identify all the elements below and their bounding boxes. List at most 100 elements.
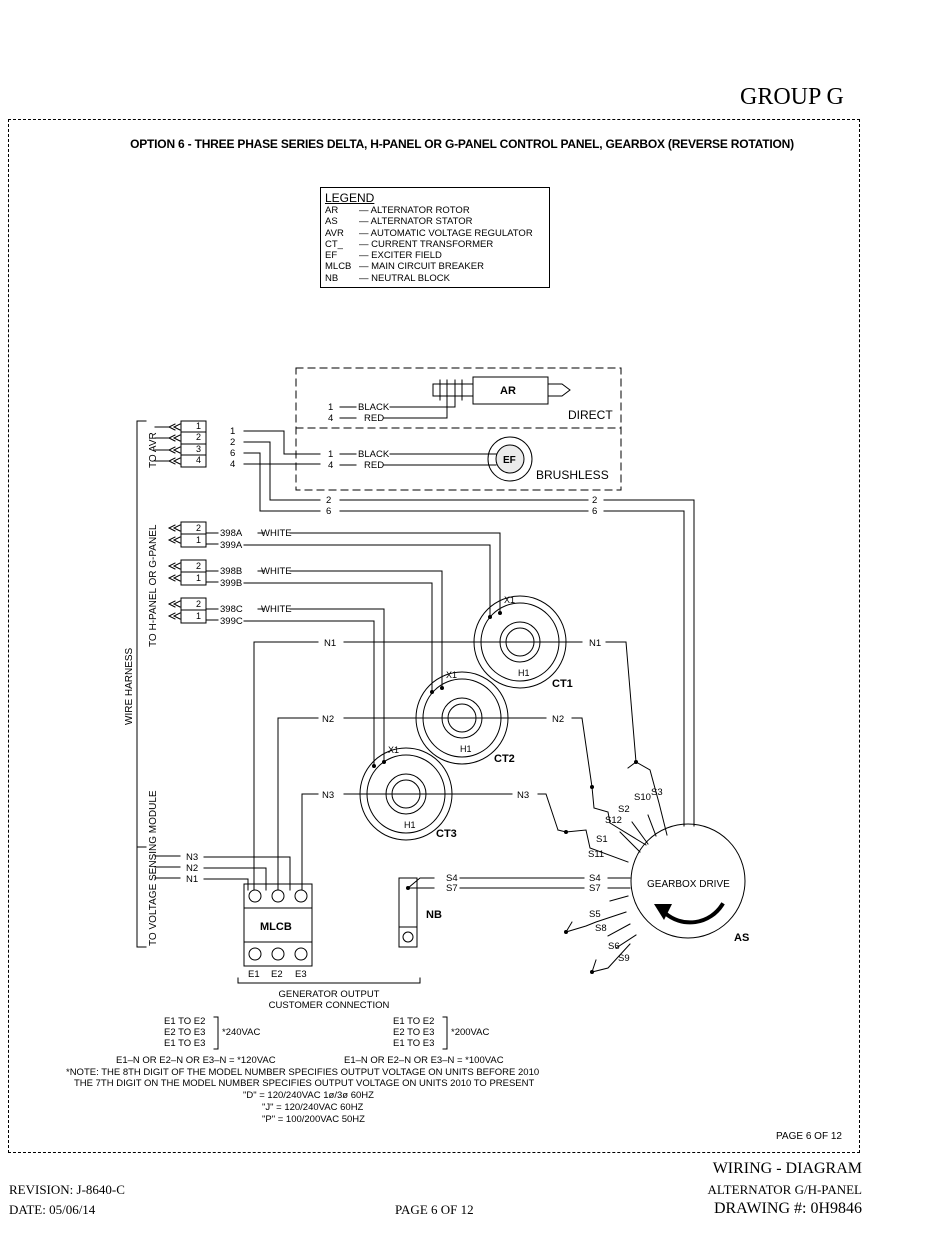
s-label: S11	[588, 849, 604, 860]
s-label: S2	[618, 804, 630, 815]
s-label: S7	[446, 883, 458, 894]
nb-label: NB	[426, 909, 442, 921]
s-label: S5	[589, 909, 601, 920]
connection-right: E1 TO E3	[393, 1038, 434, 1049]
s-label: S4	[446, 873, 458, 884]
legend-item: CT_— CURRENT TRANSFORMER	[325, 238, 494, 250]
s-label: S10	[634, 792, 651, 803]
terminal-label: 2	[196, 432, 201, 442]
n-label: N3	[186, 852, 198, 863]
terminal-label: 2	[196, 523, 201, 533]
wire-label: 6	[230, 448, 235, 459]
wire-label: 2	[230, 437, 235, 448]
legend-item: EF— EXCITER FIELD	[325, 250, 442, 262]
alternator-panel-label: ALTERNATOR G/H-PANEL	[707, 1182, 862, 1197]
s-label: S1	[596, 834, 608, 845]
wire-harness-label: WIRE HARNESS	[124, 647, 135, 725]
connection-left: E1 TO E3	[164, 1038, 205, 1049]
ct1-label: CT1	[552, 678, 573, 690]
wire-color: WHITE	[261, 528, 292, 539]
legend-item: AS— ALTERNATOR STATOR	[325, 216, 473, 228]
wiring-diagram-label: WIRING - DIAGRAM	[712, 1160, 862, 1177]
ct-h1-label: H1	[404, 820, 416, 830]
wire-color: RED	[364, 413, 384, 424]
s-label: S7	[589, 883, 601, 894]
s-label: S4	[589, 873, 601, 884]
ar-label: AR	[500, 385, 516, 397]
group-label: GROUP G	[740, 84, 844, 110]
customer-connection-label: CUSTOMER CONNECTION	[269, 1000, 390, 1011]
s-label: S12	[605, 815, 622, 826]
neutral-right: E1–N OR E2–N OR E3–N = *100VAC	[344, 1055, 504, 1066]
wire-color: RED	[364, 460, 384, 471]
wire-label: 398C	[220, 604, 243, 615]
terminal-label: 2	[196, 599, 201, 609]
voltage-left: *240VAC	[222, 1027, 261, 1038]
wire-label: 4	[230, 459, 235, 470]
page-number: PAGE 6 OF 12	[395, 1202, 474, 1217]
note-line: THE 7TH DIGIT ON THE MODEL NUMBER SPECIF…	[74, 1078, 535, 1089]
legend-title: LEGEND	[325, 191, 375, 205]
wire-label: 1	[328, 402, 333, 413]
terminal-label: 2	[196, 561, 201, 571]
wire-color: WHITE	[261, 604, 292, 615]
n-label: N1	[324, 638, 336, 649]
legend-box: LEGEND AR— ALTERNATOR ROTOR AS— ALTERNAT…	[320, 187, 550, 288]
n-label: N3	[322, 790, 334, 801]
terminal-label: 4	[196, 455, 201, 465]
wire-label: 1	[328, 449, 333, 460]
gearbox-label: GEARBOX DRIVE	[647, 879, 730, 890]
note-line: "D" = 120/240VAC 1ø/3ø 60HZ	[243, 1090, 374, 1101]
ct-h1-label: H1	[518, 668, 530, 678]
to-vsm-label: TO VOLTAGE SENSING MODULE	[148, 790, 159, 946]
ct3-label: CT3	[436, 828, 457, 840]
to-avr-label: TO AVR	[148, 432, 159, 468]
connection-left: E1 TO E2	[164, 1016, 205, 1027]
legend-item: AVR— AUTOMATIC VOLTAGE REGULATOR	[325, 227, 533, 239]
revision-label: REVISION: J-8640-C	[9, 1182, 125, 1197]
s-label: S3	[651, 787, 663, 798]
connection-left: E2 TO E3	[164, 1027, 205, 1038]
wire-color: BLACK	[358, 402, 390, 413]
brushless-label: BRUSHLESS	[536, 468, 609, 482]
e-terminal-label: E1	[248, 969, 260, 980]
legend-item: NB— NEUTRAL BLOCK	[325, 272, 450, 284]
note-line: "J" = 120/240VAC 60HZ	[262, 1102, 364, 1113]
note-line: "P" = 100/200VAC 50HZ	[262, 1114, 365, 1125]
ef-label: EF	[503, 455, 516, 466]
e-terminal-label: E3	[295, 969, 307, 980]
drawing-number: DRAWING #: 0H9846	[713, 1200, 862, 1217]
wire-label: 399A	[220, 540, 243, 551]
as-label: AS	[734, 932, 749, 944]
note-line: *NOTE: THE 8TH DIGIT OF THE MODEL NUMBER…	[66, 1067, 539, 1078]
ct-x1-label: X1	[446, 670, 457, 680]
neutral-left: E1–N OR E2–N OR E3–N = *120VAC	[116, 1055, 276, 1066]
wire-label: 6	[592, 506, 597, 517]
terminal-label: 1	[196, 421, 201, 431]
wire-label: 1	[230, 426, 235, 437]
diagram-title: OPTION 6 - THREE PHASE SERIES DELTA, H-P…	[130, 137, 794, 151]
wire-label: 399C	[220, 616, 243, 627]
terminal-label: 1	[196, 611, 201, 621]
s-label: S9	[618, 953, 630, 964]
legend-item: MLCB— MAIN CIRCUIT BREAKER	[325, 261, 484, 273]
wire-label: 398B	[220, 566, 242, 577]
connection-right: E2 TO E3	[393, 1027, 434, 1038]
wire-label: 4	[328, 460, 333, 471]
wire-label: 6	[326, 506, 331, 517]
n-label: N2	[552, 714, 564, 725]
legend-item: AR— ALTERNATOR ROTOR	[325, 205, 470, 216]
terminal-label: 1	[196, 535, 201, 545]
wire-label: 4	[328, 413, 333, 424]
voltage-right: *200VAC	[451, 1027, 490, 1038]
direct-label: DIRECT	[568, 408, 613, 422]
terminal-label: 1	[196, 573, 201, 583]
n-label: N1	[186, 874, 198, 885]
e-terminal-label: E2	[271, 969, 283, 980]
n-label: N2	[322, 714, 334, 725]
wire-color: BLACK	[358, 449, 390, 460]
wire-label: 2	[592, 495, 597, 506]
date-label: DATE: 05/06/14	[9, 1202, 96, 1217]
n-label: N2	[186, 863, 198, 874]
